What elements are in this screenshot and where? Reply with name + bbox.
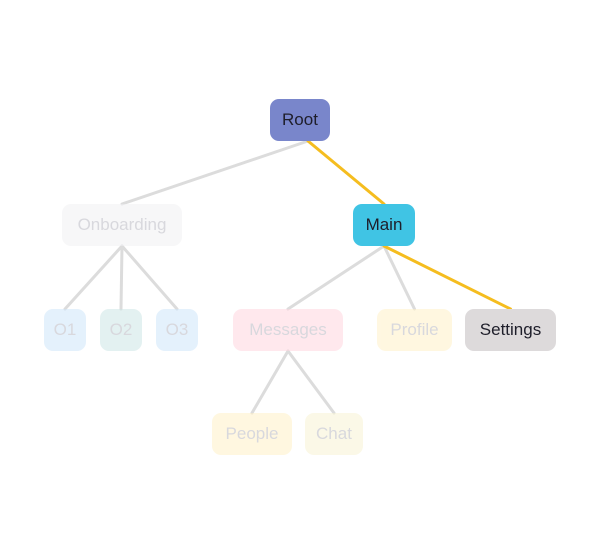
edge-onboarding-o2 xyxy=(119,244,124,311)
node-profile[interactable]: Profile xyxy=(377,309,452,351)
node-o1[interactable]: O1 xyxy=(44,309,86,351)
edge-main-settings xyxy=(382,244,512,311)
edge-onboarding-o1 xyxy=(63,244,124,311)
edge-main-profile xyxy=(382,244,416,311)
edge-messages-people xyxy=(250,349,290,415)
node-root[interactable]: Root xyxy=(270,99,330,141)
node-main[interactable]: Main xyxy=(353,204,415,246)
edge-onboarding-o3 xyxy=(120,244,179,311)
node-people[interactable]: People xyxy=(212,413,292,455)
edge-main-messages xyxy=(286,244,386,311)
node-o3[interactable]: O3 xyxy=(156,309,198,351)
node-messages[interactable]: Messages xyxy=(233,309,343,351)
node-chat[interactable]: Chat xyxy=(305,413,363,455)
edge-root-onboarding xyxy=(120,139,310,206)
edge-root-main xyxy=(306,139,386,206)
node-settings[interactable]: Settings xyxy=(465,309,556,351)
node-onboarding[interactable]: Onboarding xyxy=(62,204,182,246)
node-o2[interactable]: O2 xyxy=(100,309,142,351)
edge-messages-chat xyxy=(286,349,336,415)
